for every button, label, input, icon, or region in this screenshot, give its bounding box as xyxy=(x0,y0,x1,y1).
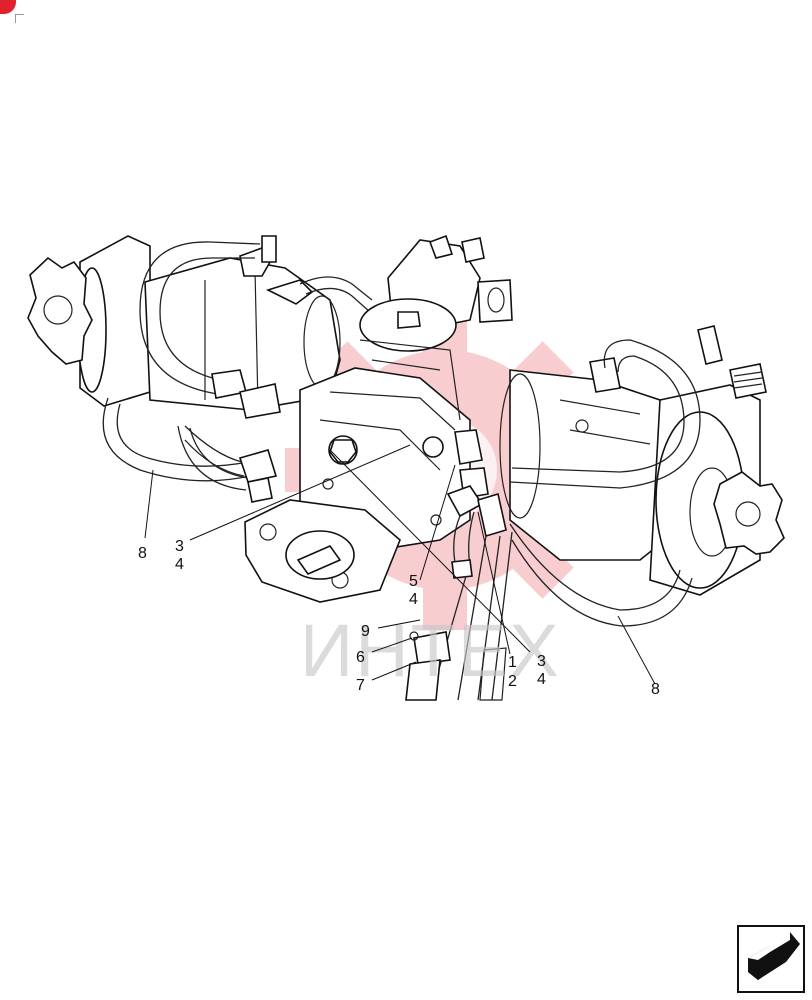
callout-7: 7 xyxy=(356,677,365,694)
callout-4-right: 4 xyxy=(537,671,546,688)
corner-badge-icon xyxy=(0,0,16,14)
callout-1: 1 xyxy=(508,654,517,671)
callout-3-right: 3 xyxy=(537,653,546,670)
callout-5: 5 xyxy=(409,573,418,590)
right-upper-hose xyxy=(509,339,701,489)
upper-valve xyxy=(359,234,513,421)
left-lower-hose xyxy=(102,397,251,491)
callout-6: 6 xyxy=(356,649,365,666)
left-upper-hose xyxy=(139,235,277,399)
callout-8-left: 8 xyxy=(138,545,147,562)
leader-lines xyxy=(144,444,656,685)
watermark-text: ИНТЕХ xyxy=(300,609,561,692)
next-page-arrow-icon[interactable] xyxy=(737,925,805,993)
right-lower-hose xyxy=(509,523,693,627)
left-motor xyxy=(27,235,373,411)
callout-3-left: 3 xyxy=(175,538,184,555)
lower-central-hoses xyxy=(405,429,513,701)
crop-mark xyxy=(15,14,24,23)
callout-2: 2 xyxy=(508,673,517,690)
right-motor xyxy=(499,325,785,596)
callout-4-center: 4 xyxy=(409,591,418,608)
callout-4-left: 4 xyxy=(175,556,184,573)
callout-9: 9 xyxy=(361,623,370,640)
callout-8-right: 8 xyxy=(651,681,660,698)
